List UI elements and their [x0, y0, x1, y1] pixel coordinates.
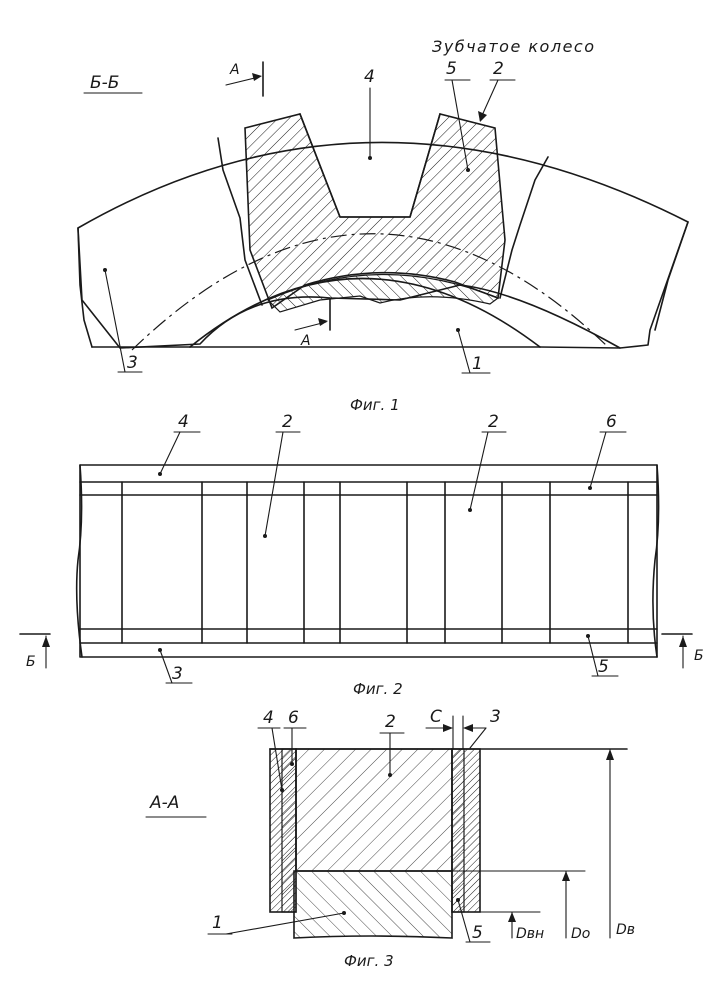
fig3-dimension-do: Dо — [562, 871, 590, 942]
fig1-marker-label-top: А — [229, 62, 240, 78]
fig1-callout-3: 3 — [103, 268, 142, 373]
fig1-caption: Фиг. 1 — [350, 396, 400, 414]
fig3-dimension-c: С — [426, 707, 486, 749]
fig2-callout-5: 5 — [586, 634, 618, 677]
fig2-callout-3: 3 — [158, 648, 192, 684]
svg-text:2: 2 — [282, 412, 293, 432]
fig2-callout-2a: 2 — [263, 412, 300, 538]
fig2-callout-6: 6 — [588, 412, 626, 490]
fig2-callout-4: 4 — [158, 412, 200, 476]
svg-text:С: С — [430, 707, 442, 727]
svg-text:3: 3 — [490, 707, 501, 727]
fig2-callout-2b: 2 — [468, 412, 506, 512]
fig2-teeth-lines — [122, 482, 628, 643]
fig3-body-1 — [294, 871, 452, 938]
figure-2-rim-view: Б Б 4 2 2 — [20, 412, 704, 698]
svg-text:6: 6 — [606, 412, 617, 432]
fig1-callout-4: 4 — [364, 67, 375, 160]
fig3-dimension-dv: Dв — [606, 749, 635, 938]
drawing-title: Зубчатое колесо — [432, 37, 596, 56]
fig3-caption: Фиг. 3 — [344, 952, 394, 970]
fig2-marker-label-right: Б — [694, 648, 704, 664]
svg-text:3: 3 — [127, 353, 138, 373]
svg-text:5: 5 — [472, 923, 483, 943]
fig1-callout-1: 1 — [456, 328, 490, 374]
svg-text:2: 2 — [385, 712, 396, 732]
svg-text:4: 4 — [364, 67, 375, 87]
fig3-dimension-dvn: Dвн — [508, 912, 544, 942]
fig2-marker-label-left: Б — [26, 654, 36, 670]
figure-1-section-bb: Б-Б А — [78, 59, 688, 414]
figure-3-section-aa: А-А С Dвн — [146, 707, 635, 970]
fig3-body-2 — [296, 749, 452, 871]
svg-text:1: 1 — [472, 354, 483, 374]
svg-text:Dо: Dо — [571, 926, 590, 942]
svg-text:6: 6 — [288, 708, 299, 728]
svg-text:5: 5 — [446, 59, 457, 79]
fig1-marker-label-bottom: А — [300, 333, 311, 349]
fig3-layer-right — [452, 749, 464, 912]
svg-text:3: 3 — [172, 664, 183, 684]
fig2-section-arrow-left: Б — [20, 634, 50, 670]
fig1-section-arrow-top: А — [226, 62, 263, 96]
svg-text:4: 4 — [178, 412, 189, 432]
svg-text:1: 1 — [212, 913, 223, 933]
svg-text:4: 4 — [263, 708, 274, 728]
fig3-section-label: А-А — [149, 793, 179, 813]
svg-text:2: 2 — [493, 59, 504, 79]
svg-text:Dвн: Dвн — [516, 926, 544, 942]
fig3-layer-left — [282, 749, 296, 912]
fig1-callout-2: 2 — [478, 59, 515, 122]
fig1-section-label: Б-Б — [90, 73, 119, 93]
fig2-section-arrow-right: Б — [662, 634, 704, 668]
svg-text:Dв: Dв — [616, 922, 635, 938]
svg-text:2: 2 — [488, 412, 499, 432]
svg-text:5: 5 — [598, 657, 609, 677]
fig2-caption: Фиг. 2 — [353, 680, 403, 698]
